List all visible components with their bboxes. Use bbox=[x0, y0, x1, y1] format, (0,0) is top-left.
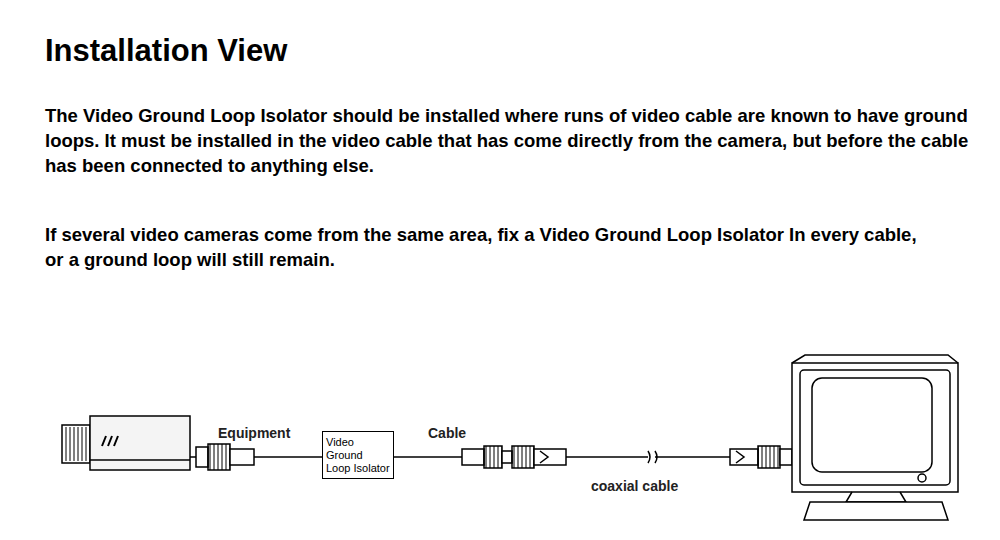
instruction-text: The Video Ground Loop Isolator should be… bbox=[45, 103, 980, 178]
bnc-connector bbox=[730, 446, 792, 468]
cable-wire bbox=[254, 456, 322, 458]
part-label: coaxial cable bbox=[591, 478, 678, 494]
bnc-connector bbox=[190, 444, 254, 470]
box-text: Video Ground Loop Isolator bbox=[326, 436, 390, 475]
instruction-text: If several video cameras come from the s… bbox=[45, 222, 920, 272]
part-label: Cable bbox=[428, 425, 466, 441]
part-label: Equipment bbox=[218, 425, 290, 441]
isolator-box: Video Ground Loop Isolator bbox=[322, 431, 394, 479]
cable-wire bbox=[394, 456, 462, 458]
page-title: Installation View bbox=[45, 33, 287, 69]
camera bbox=[62, 416, 190, 470]
bnc-connector bbox=[462, 446, 566, 468]
coaxial-cable bbox=[566, 456, 648, 458]
monitor bbox=[792, 355, 958, 520]
coaxial-cable bbox=[655, 456, 730, 458]
